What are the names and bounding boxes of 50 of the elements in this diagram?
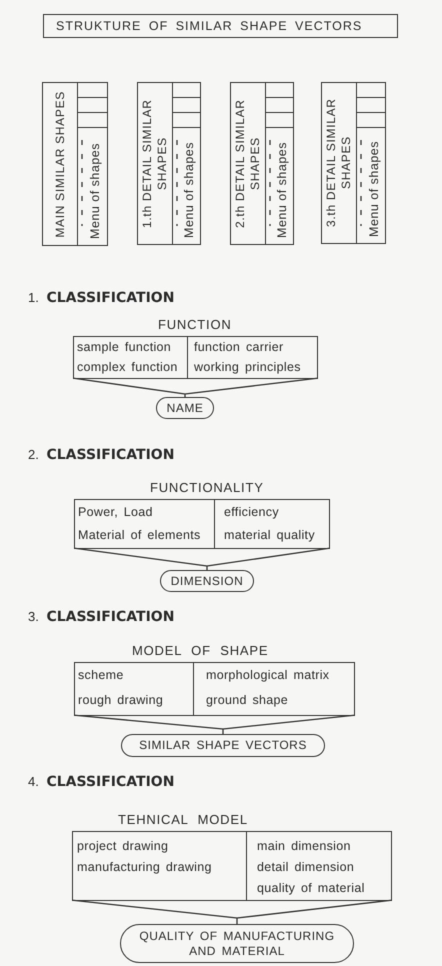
table-heading: FUNCTION — [158, 317, 232, 333]
section-heading: 4. CLASSIFICATION — [28, 773, 174, 791]
result-label: DIMENSION — [170, 574, 244, 588]
table-entry: sample function — [77, 339, 172, 356]
table-heading: FUNCTIONALITY — [150, 480, 264, 496]
table-entry: morphological matrix — [206, 667, 330, 684]
table-entry: Material of elements — [78, 527, 201, 544]
funnel-connector — [74, 714, 355, 735]
titled-table — [74, 480, 330, 549]
card-title: 1.th DETAIL SIMILAR SHAPES — [140, 98, 170, 230]
menu-label: Menu of shapes — [366, 141, 380, 237]
table-entry: function carrier — [194, 339, 284, 356]
funnel-connector — [74, 548, 330, 571]
section-heading: 1. CLASSIFICATION — [28, 289, 174, 307]
table-entry: detail dimension — [257, 859, 354, 876]
section-heading: 3. CLASSIFICATION — [28, 608, 174, 626]
table-entry: Power, Load — [78, 504, 153, 521]
result-label: NAME — [166, 400, 204, 416]
table-entry: efficiency — [224, 504, 279, 521]
card-title: 3.th DETAIL SIMILAR SHAPES — [324, 98, 354, 230]
titled-table — [73, 317, 318, 379]
table-heading: TEHNICAL MODEL — [118, 812, 248, 828]
section-heading: 2. CLASSIFICATION — [28, 446, 174, 464]
table-entry: rough drawing — [78, 692, 164, 709]
funnel-connector — [73, 378, 318, 398]
menu-label: Menu of shapes — [88, 143, 102, 239]
title: STRUKTURE OF SIMILAR SHAPE VECTORS — [43, 14, 398, 38]
menu-label: Menu of shapes — [182, 142, 196, 238]
shape-vector-card — [42, 82, 108, 246]
card-title: 2.th DETAIL SIMILAR SHAPES — [233, 98, 263, 230]
table-entry: ground shape — [206, 692, 288, 709]
table-entry: complex function — [77, 359, 178, 376]
result-label: QUALITY OF MANUFACTURING AND MATERIAL — [138, 928, 336, 958]
table-entry: manufacturing drawing — [77, 859, 212, 876]
funnel-connector — [72, 900, 392, 925]
table-entry: material quality — [224, 527, 315, 544]
table-entry: quality of material — [257, 880, 365, 897]
menu-label: Menu of shapes — [275, 142, 289, 238]
shape-vector-card — [321, 82, 386, 244]
titled-table — [72, 812, 392, 901]
titled-table — [74, 643, 355, 716]
table-entry: project drawing — [77, 838, 168, 855]
result-label: SIMILAR SHAPE VECTORS — [139, 738, 307, 753]
table-entry: working principles — [194, 359, 301, 376]
table-entry: scheme — [78, 667, 124, 684]
card-title: MAIN SIMILAR SHAPES — [52, 90, 68, 238]
shape-vector-card — [137, 82, 201, 245]
table-entry: main dimension — [257, 838, 351, 855]
shape-vector-card — [230, 82, 294, 245]
table-heading: MODEL OF SHAPE — [132, 643, 268, 659]
